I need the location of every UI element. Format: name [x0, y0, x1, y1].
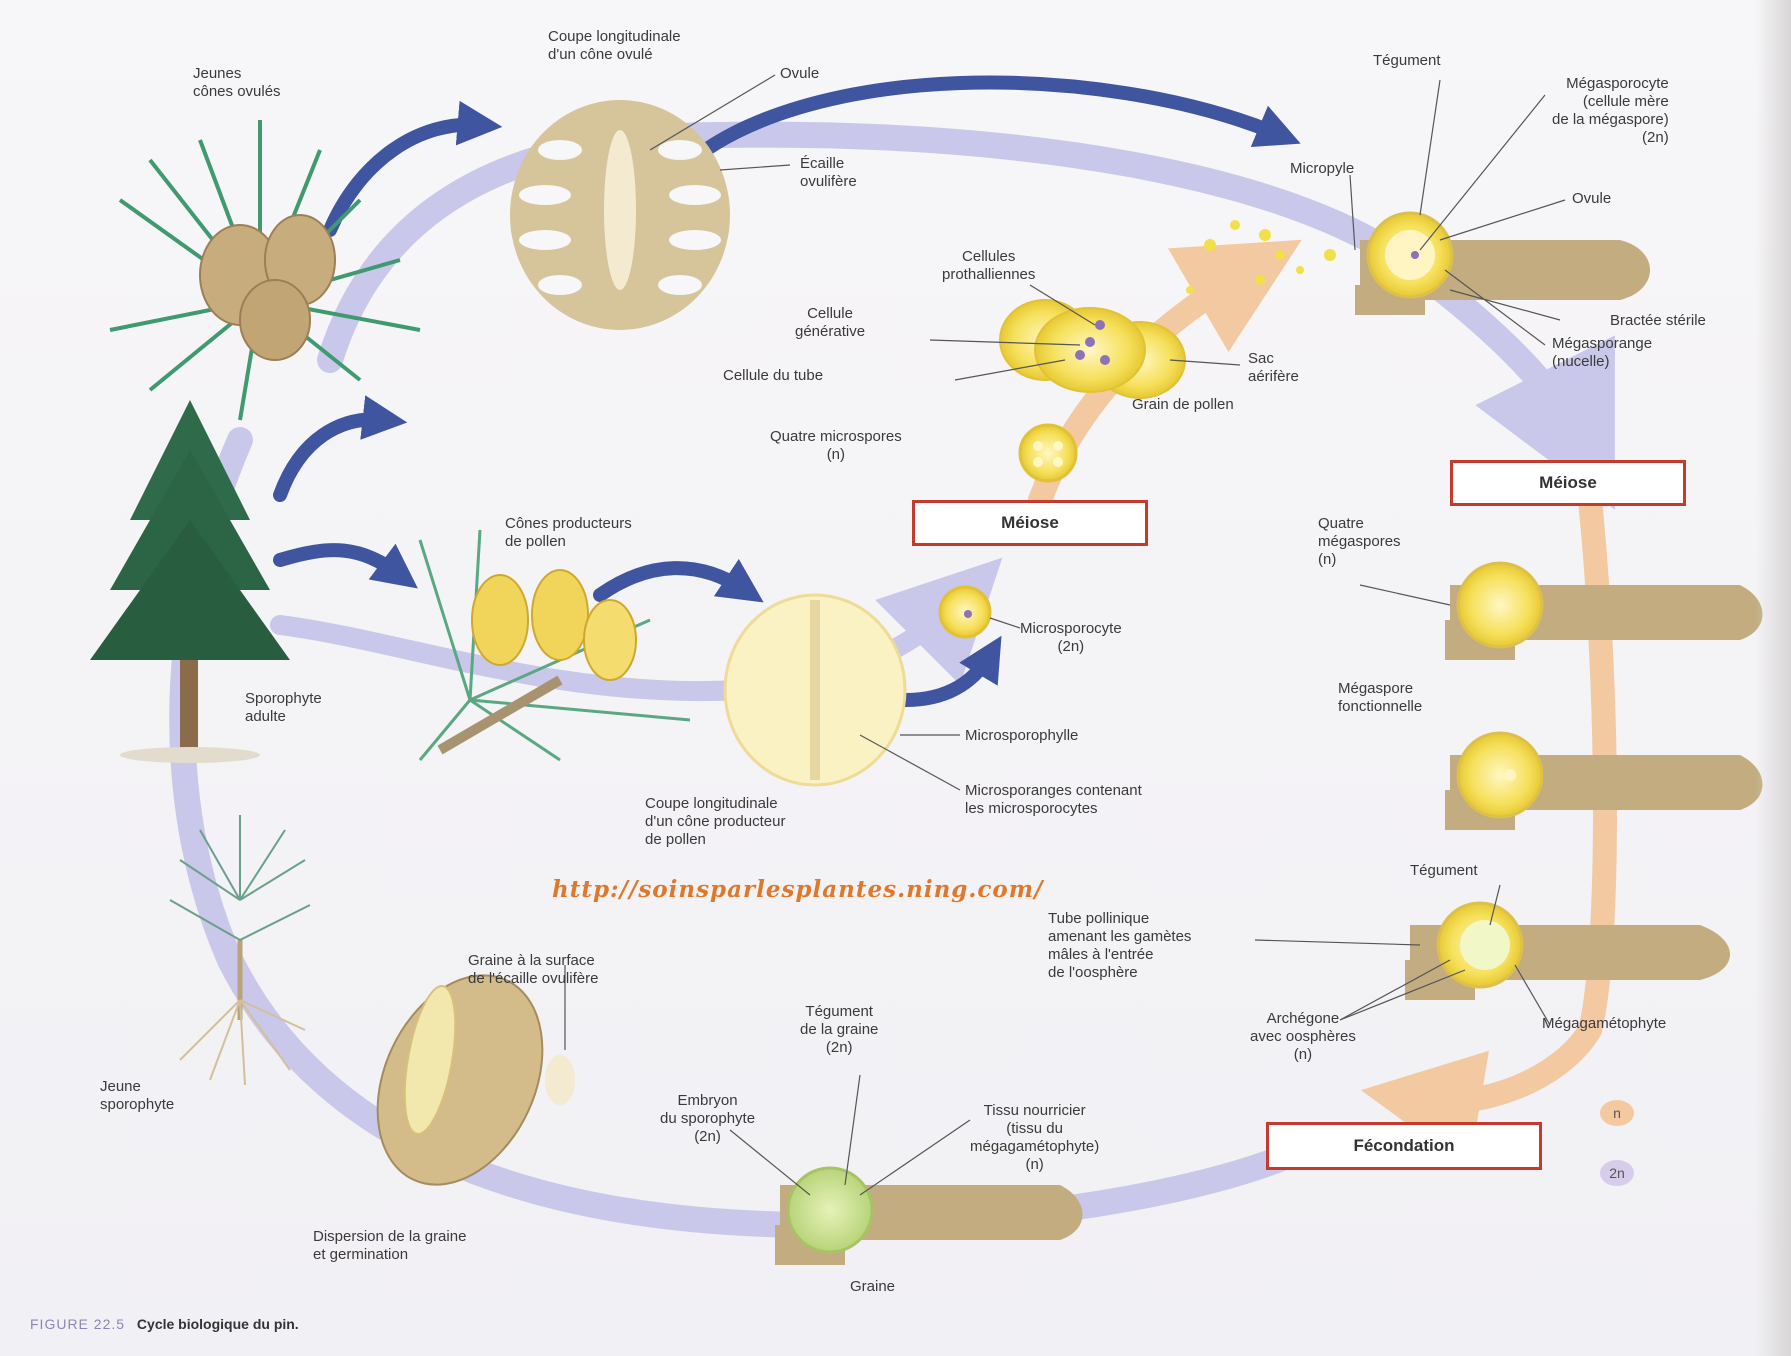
- label-tegument-low: Tégument: [1410, 862, 1478, 880]
- label-coupe-cone-pollen: Coupe longitudinale d'un cône producteur…: [645, 795, 785, 849]
- label-microsporophylle: Microsporophylle: [965, 727, 1078, 745]
- legend-diploid: 2n: [1600, 1160, 1634, 1186]
- label-jeunes-cones: Jeunes cônes ovulés: [193, 65, 281, 101]
- label-coupe-cone-ovule: Coupe longitudinale d'un cône ovulé: [548, 28, 681, 64]
- label-tube-pollinique: Tube pollinique amenant les gamètes mâle…: [1048, 910, 1191, 982]
- pollen-cone-section: [725, 595, 905, 785]
- ovulate-cone-section: [510, 100, 730, 330]
- label-grain-pollen: Grain de pollen: [1132, 396, 1234, 414]
- label-sporophyte-adulte: Sporophyte adulte: [245, 690, 322, 726]
- label-ecaille: Écaille ovulifère: [800, 155, 857, 191]
- label-embryon: Embryon du sporophyte (2n): [660, 1092, 755, 1146]
- seed-dispersion: [346, 949, 575, 1212]
- label-megasporocyte: Mégasporocyte (cellule mère de la mégasp…: [1552, 75, 1669, 147]
- ovule-fertilization: [1405, 903, 1730, 1000]
- label-tissu-nourricier: Tissu nourricier (tissu du mégagamétophy…: [970, 1102, 1099, 1174]
- label-jeune-sporophyte: Jeune sporophyte: [100, 1078, 174, 1114]
- pollen-grain: [1000, 300, 1185, 398]
- label-tegument-graine: Tégument de la graine (2n): [800, 1003, 878, 1057]
- meiosis-box-male: Méiose: [912, 500, 1148, 546]
- label-archegone: Archégone avec oosphères (n): [1250, 1010, 1356, 1064]
- label-quatre-microspores: Quatre microspores (n): [770, 428, 902, 464]
- meiosis-box-female: Méiose: [1450, 460, 1686, 506]
- label-microsporocyte: Microsporocyte (2n): [1020, 620, 1122, 656]
- label-microsporanges: Microsporanges contenant les microsporoc…: [965, 782, 1142, 818]
- label-megaspore-fonctionnelle: Mégaspore fonctionnelle: [1338, 680, 1422, 716]
- label-cellules-prothalliennes: Cellules prothalliennes: [942, 248, 1035, 284]
- label-graine: Graine: [850, 1278, 895, 1296]
- four-microspores: [1020, 425, 1076, 481]
- label-dispersion: Dispersion de la graine et germination: [313, 1228, 466, 1264]
- figure-caption: FIGURE 22.5 Cycle biologique du pin.: [30, 1316, 299, 1332]
- legend-haploid: n: [1600, 1100, 1634, 1126]
- label-quatre-megaspores: Quatre mégaspores (n): [1318, 515, 1401, 569]
- label-cones-producteurs: Cônes producteurs de pollen: [505, 515, 632, 551]
- figure-title: Cycle biologique du pin.: [137, 1316, 299, 1332]
- label-cellule-generative: Cellule générative: [795, 305, 865, 341]
- label-ovule-right: Ovule: [1572, 190, 1611, 208]
- label-megasporange: Mégasporange (nucelle): [1552, 335, 1652, 371]
- label-cellule-tube: Cellule du tube: [723, 367, 823, 385]
- figure-number: FIGURE 22.5: [30, 1316, 125, 1332]
- label-bractee: Bractée stérile: [1610, 312, 1706, 330]
- microsporocyte-cell: [940, 587, 990, 637]
- fertilization-box: Fécondation: [1266, 1122, 1542, 1170]
- label-micropyle: Micropyle: [1290, 160, 1354, 178]
- label-megagametophyte: Mégagamétophyte: [1542, 1015, 1666, 1033]
- label-ovule-top: Ovule: [780, 65, 819, 83]
- label-graine-surface: Graine à la surface de l'écaille ovulifè…: [468, 952, 598, 988]
- label-sac-aerifere: Sac aérifère: [1248, 350, 1299, 386]
- label-tegument-top: Tégument: [1373, 52, 1441, 70]
- watermark-url: http://soinsparlesplantes.ning.com/: [552, 876, 1043, 903]
- seed: [775, 1168, 1083, 1265]
- ovule-top: [1355, 213, 1650, 315]
